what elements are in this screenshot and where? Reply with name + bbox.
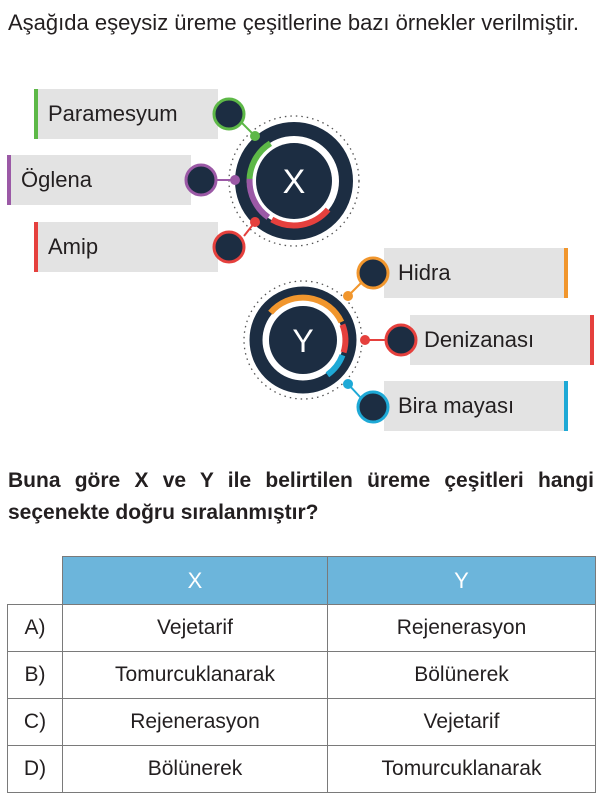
example-label-paramesyum: Paramesyum (34, 89, 218, 139)
option-letter: D) (7, 745, 63, 793)
amip-marker-icon (212, 230, 246, 264)
question-text: Buna göre X ve Y ile belirtilen üreme çe… (8, 469, 594, 524)
option-x-value: Vejetarif (62, 604, 328, 652)
example-text: Paramesyum (48, 101, 178, 126)
option-row-d: D) Bölünerek Tomurcuklanarak (7, 745, 596, 793)
option-y-value: Rejenerasyon (327, 604, 596, 652)
option-letter: B) (7, 651, 63, 699)
example-text: Denizanası (424, 327, 535, 352)
example-text: Hidra (398, 260, 451, 285)
denizanasi-marker-icon (384, 323, 418, 357)
x-hub-label: X (283, 163, 306, 201)
option-y-value: Bölünerek (327, 651, 596, 699)
example-text: Amip (48, 234, 99, 259)
bira-mayasi-marker-icon (356, 390, 390, 424)
y-hub-label: Y (292, 323, 313, 359)
paramesyum-marker-icon (212, 97, 246, 131)
option-y-value: Tomurcuklanarak (327, 745, 596, 793)
table-header-row: X Y (7, 556, 596, 605)
option-x-value: Bölünerek (62, 745, 328, 793)
example-text: Öglena (21, 167, 92, 192)
option-letter: C) (7, 698, 63, 746)
hidra-marker-icon (356, 256, 390, 290)
option-x-value: Tomurcuklanarak (62, 651, 328, 699)
diagram-graphics: X Y (184, 97, 418, 424)
example-text: Bira mayası (398, 393, 515, 418)
option-y-value: Vejetarif (327, 698, 596, 746)
table-corner (7, 556, 63, 605)
column-header-y: Y (327, 556, 596, 605)
intro-text: Aşağıda eşeysiz üreme çeşitlerine bazı ö… (8, 10, 580, 35)
oglena-marker-icon (184, 163, 218, 197)
example-label-amip: Amip (34, 222, 218, 272)
option-letter: A) (7, 604, 63, 652)
x-hub: X (228, 115, 360, 247)
example-label-bira-mayasi: Bira mayası (384, 381, 568, 431)
column-header-x: X (62, 556, 328, 605)
options-table: X Y A) Vejetarif Rejenerasyon B) Tomurcu… (7, 556, 596, 793)
option-x-value: Rejenerasyon (62, 698, 328, 746)
diagram: Paramesyum Öglena Amip Hidra Denizanası … (0, 80, 603, 440)
example-label-oglena: Öglena (7, 155, 191, 205)
option-row-a: A) Vejetarif Rejenerasyon (7, 604, 596, 652)
option-row-c: C) Rejenerasyon Vejetarif (7, 698, 596, 746)
example-label-hidra: Hidra (384, 248, 568, 298)
example-label-denizanasi: Denizanası (410, 315, 594, 365)
option-row-b: B) Tomurcuklanarak Bölünerek (7, 651, 596, 699)
